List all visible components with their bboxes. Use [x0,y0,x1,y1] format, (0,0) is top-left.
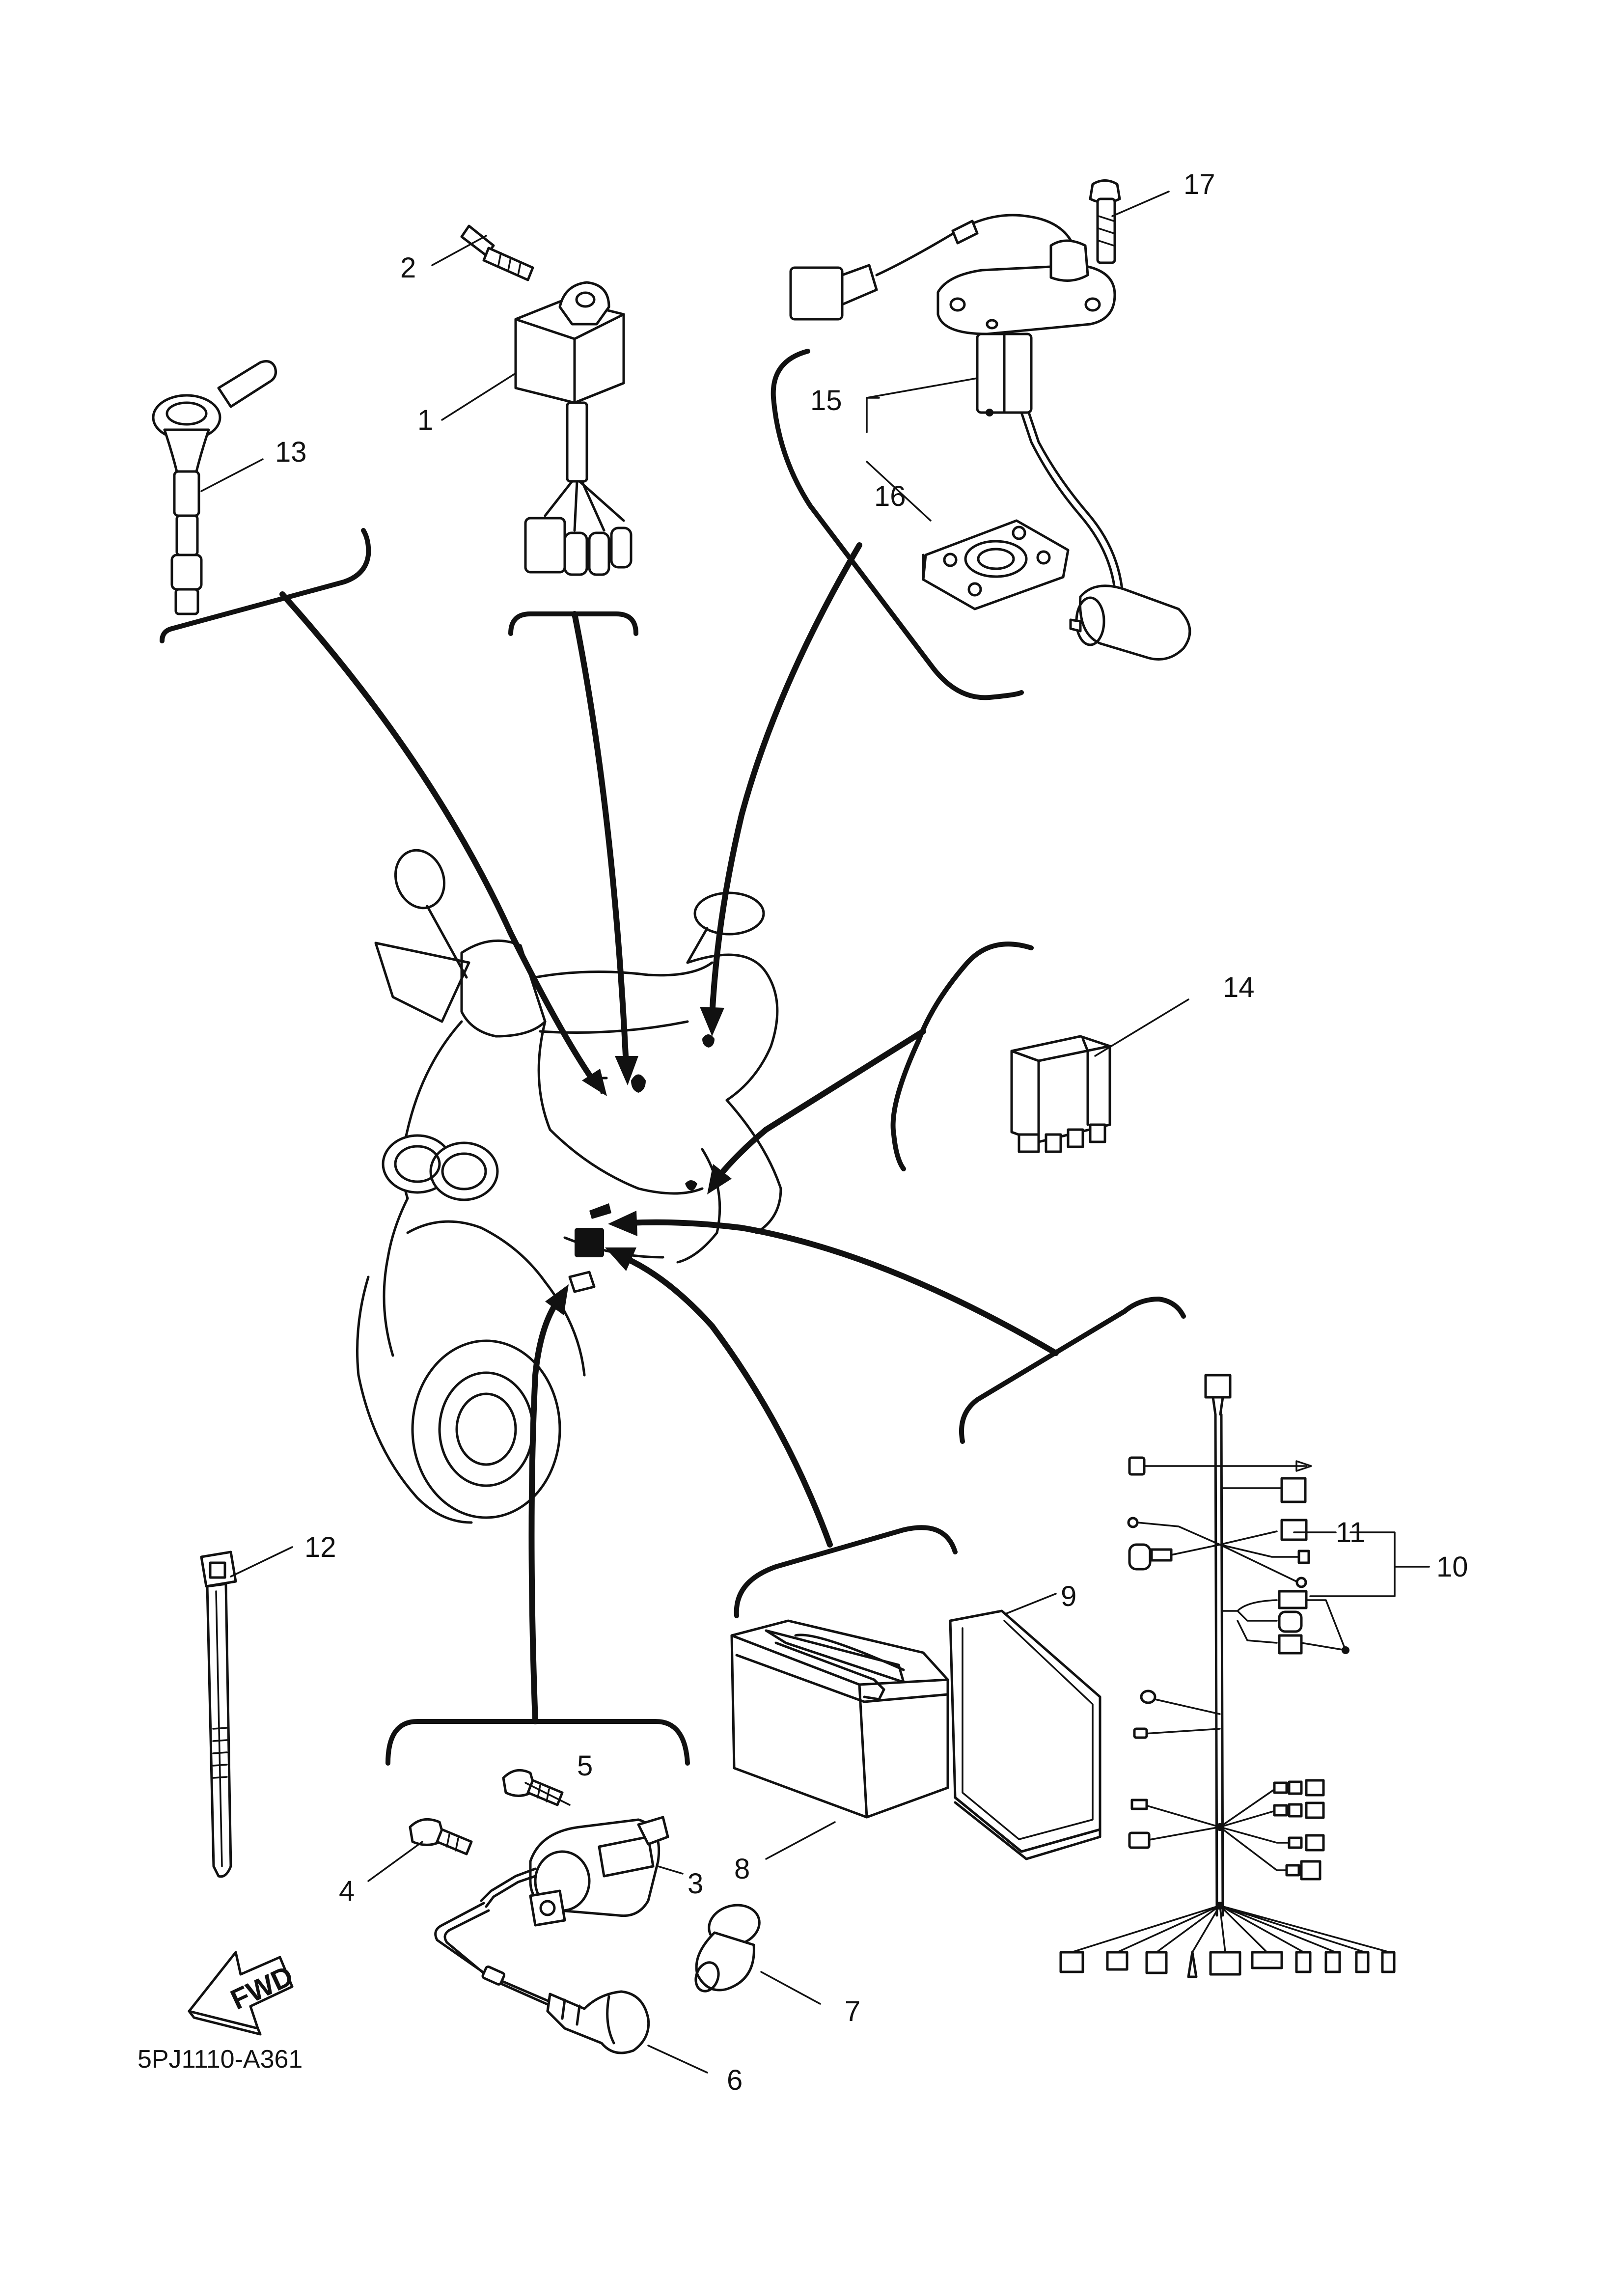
part-9-battery-band [949,1609,1101,1860]
part-10-wire-harness [1059,1374,1396,1978]
fwd-arrow-icon: FWD [188,1951,298,2036]
part-label-6: 6 [727,2064,743,2096]
part-8-battery [730,1619,949,1819]
part-label-10: 10 [1436,1551,1468,1583]
callout-arrows [279,542,1059,1724]
part-14-relay [1010,1035,1111,1153]
part-16-gasket [922,519,1070,610]
part-1-cdi-unit [514,281,633,576]
part-12-cable-tie [200,1551,237,1878]
part-label-2: 2 [400,252,416,284]
part-3-ignition-coil [480,1816,669,1927]
part-13-plug-lead [152,360,277,615]
part-label-7: 7 [845,1995,860,2027]
part-label-13: 13 [275,436,307,468]
part-label-14: 14 [1223,971,1255,1003]
leader-lines [200,191,1430,2074]
part-label-9: 9 [1061,1580,1076,1612]
part-17-bolt [1089,179,1121,264]
part-label-11: 11 [1336,1517,1365,1549]
part-label-1: 1 [417,404,433,436]
part-label-15: 15 [810,385,842,416]
part-label-4: 4 [339,1875,355,1907]
part-number-labels: 2 1 13 17 15 16 14 11 10 12 9 8 5 4 3 7 … [275,168,1468,2096]
part-7-boot [694,1904,761,1993]
part-label-17: 17 [1184,168,1215,200]
part-label-8: 8 [734,1853,750,1885]
part-6-plug-cap [434,1902,650,2054]
part-label-12: 12 [304,1531,336,1563]
drawing-code: 5PJ1110-A361 [138,2045,303,2074]
part-label-3: 3 [688,1868,703,1900]
part-label-5: 5 [577,1750,593,1782]
part-15-fuel-sender [789,214,1191,661]
part-4-bolt [409,1818,473,1856]
scooter-outline [356,849,782,1524]
part-label-16: 16 [874,480,906,512]
part-5-bolt [502,1769,564,1806]
part-2-bolt [460,224,534,281]
